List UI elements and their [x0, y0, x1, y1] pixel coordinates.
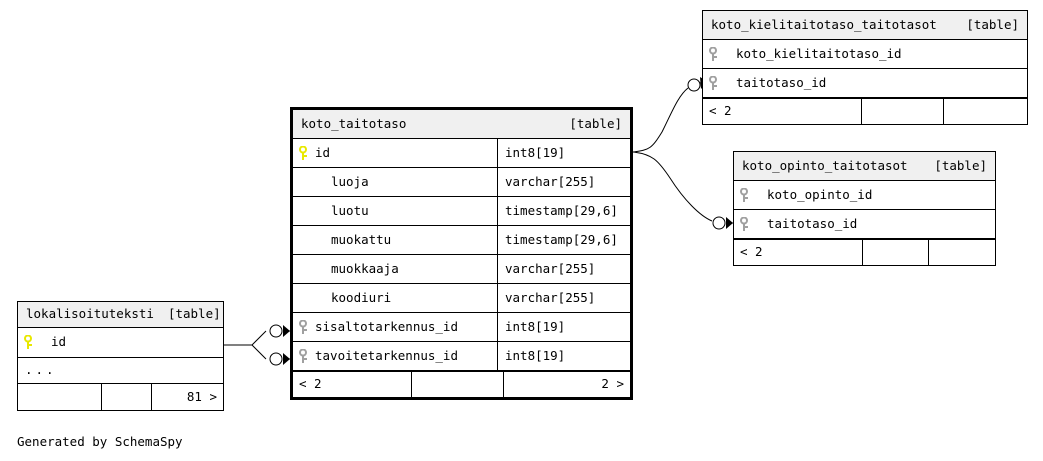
table-row[interactable]: muokkaaja varchar[255]	[293, 255, 630, 284]
generated-by-note: Generated by SchemaSpy	[17, 434, 183, 449]
footer-parent-count	[18, 384, 101, 410]
footer-middle-cell	[862, 240, 928, 265]
foreign-key-icon	[299, 348, 307, 363]
table-row[interactable]: tavoitetarkennus_id int8[19]	[293, 342, 630, 371]
footer-child-count[interactable]: 2 >	[503, 372, 630, 397]
column-type-cell: varchar[255]	[497, 284, 630, 312]
column-name-cell: koodiuri	[293, 284, 497, 312]
table-row[interactable]: id	[18, 328, 223, 358]
column-label: koodiuri	[331, 289, 392, 305]
foreign-key-icon	[299, 319, 307, 334]
column-label: id	[315, 144, 331, 160]
table-footer: < 2	[703, 98, 1027, 124]
column-name-cell: luotu	[293, 197, 497, 225]
table-row[interactable]: muokattu timestamp[29,6]	[293, 226, 630, 255]
column-label: tavoitetarkennus_id	[315, 347, 458, 363]
footer-parent-count[interactable]: < 2	[299, 376, 322, 392]
relationship-taitotaso-kielitaitotaso	[632, 77, 708, 153]
table-title: koto_kielitaitotaso_taitotasot	[711, 16, 937, 32]
column-name-cell: luoja	[293, 168, 497, 196]
table-koto-kielitaitotaso-taitotasot[interactable]: koto_kielitaitotaso_taitotasot [table] k…	[702, 10, 1028, 125]
table-row[interactable]: koto_opinto_id	[734, 181, 995, 210]
column-label: muokkaaja	[331, 260, 399, 276]
table-footer: < 2	[734, 239, 995, 265]
column-label: id	[51, 334, 67, 350]
column-label: taitotaso_id	[767, 215, 858, 231]
table-type-tag: [table]	[966, 16, 1019, 32]
column-type-cell: int8[19]	[497, 342, 630, 370]
column-name-cell: sisaltotarkennus_id	[293, 313, 497, 341]
truncated-columns-indicator: ...	[18, 358, 223, 384]
column-name-cell: taitotaso_id	[734, 210, 995, 238]
footer-parent-count[interactable]: < 2	[709, 103, 732, 119]
column-name-cell: tavoitetarkennus_id	[293, 342, 497, 370]
table-header: lokalisoituteksti [table]	[18, 302, 223, 328]
table-title: koto_opinto_taitotasot	[742, 157, 908, 173]
column-name-cell: taitotaso_id	[703, 69, 1027, 97]
table-header: koto_opinto_taitotasot [table]	[734, 152, 995, 181]
column-label: sisaltotarkennus_id	[315, 318, 458, 334]
table-row[interactable]: sisaltotarkennus_id int8[19]	[293, 313, 630, 342]
table-type-tag: [table]	[167, 306, 221, 322]
foreign-key-icon	[740, 187, 748, 202]
footer-middle-cell	[861, 99, 943, 124]
table-title: koto_taitotaso	[301, 115, 407, 131]
column-name-cell: id	[18, 328, 223, 357]
column-type-cell: varchar[255]	[497, 255, 630, 283]
table-koto-opinto-taitotasot[interactable]: koto_opinto_taitotasot [table] koto_opin…	[733, 151, 996, 266]
key-placeholder	[299, 291, 310, 306]
footer-parent-count[interactable]: < 2	[740, 244, 763, 260]
footer-middle-cell	[101, 384, 151, 410]
relationship-lokalisoituteksti-sisaltotarkennus	[224, 324, 290, 346]
column-type-cell: timestamp[29,6]	[497, 226, 630, 254]
table-type-tag: [table]	[569, 115, 622, 131]
footer-middle-cell	[411, 372, 503, 397]
column-type-cell: int8[19]	[497, 139, 630, 167]
column-name-cell: muokattu	[293, 226, 497, 254]
table-row[interactable]: koto_kielitaitotaso_id	[703, 40, 1027, 69]
table-header: koto_taitotaso [table]	[293, 110, 630, 139]
foreign-key-icon	[740, 216, 748, 231]
key-placeholder	[299, 262, 310, 277]
table-row[interactable]: luoja varchar[255]	[293, 168, 630, 197]
foreign-key-icon	[709, 75, 717, 90]
table-type-tag: [table]	[934, 157, 987, 173]
column-name-cell: koto_opinto_id	[734, 181, 995, 209]
footer-child-count[interactable]: 81 >	[151, 384, 223, 410]
table-title: lokalisoituteksti	[26, 306, 154, 322]
primary-key-icon	[24, 335, 32, 349]
column-label: koto_opinto_id	[767, 186, 873, 202]
key-placeholder	[299, 233, 310, 248]
table-row[interactable]: koodiuri varchar[255]	[293, 284, 630, 313]
table-row[interactable]: luotu timestamp[29,6]	[293, 197, 630, 226]
table-header: koto_kielitaitotaso_taitotasot [table]	[703, 11, 1027, 40]
column-label: koto_kielitaitotaso_id	[736, 45, 902, 61]
column-type-cell: timestamp[29,6]	[497, 197, 630, 225]
table-footer: < 2 2 >	[293, 371, 630, 397]
column-name-cell: id	[293, 139, 497, 167]
table-koto-taitotaso[interactable]: koto_taitotaso [table] id int8[19] luoja…	[290, 107, 633, 400]
relationship-lokalisoituteksti-tavoitetarkennus	[224, 344, 290, 366]
column-label: muokattu	[331, 231, 392, 247]
key-placeholder	[299, 204, 310, 219]
column-label: luotu	[331, 202, 369, 218]
column-type-cell: int8[19]	[497, 313, 630, 341]
relationship-taitotaso-opinto	[632, 151, 733, 230]
table-row[interactable]: id int8[19]	[293, 139, 630, 168]
column-label: taitotaso_id	[736, 74, 827, 90]
table-lokalisoituteksti[interactable]: lokalisoituteksti [table] id ... 81 >	[17, 301, 224, 411]
footer-child-count[interactable]	[943, 99, 1027, 124]
foreign-key-icon	[709, 46, 717, 61]
key-placeholder	[299, 175, 310, 190]
table-row[interactable]: taitotaso_id	[703, 69, 1027, 98]
table-row[interactable]: taitotaso_id	[734, 210, 995, 239]
column-name-cell: muokkaaja	[293, 255, 497, 283]
primary-key-icon	[299, 145, 307, 160]
column-label: luoja	[331, 173, 369, 189]
column-name-cell: koto_kielitaitotaso_id	[703, 40, 1027, 68]
table-footer: 81 >	[18, 384, 223, 410]
footer-child-count[interactable]	[928, 240, 995, 265]
column-type-cell: varchar[255]	[497, 168, 630, 196]
